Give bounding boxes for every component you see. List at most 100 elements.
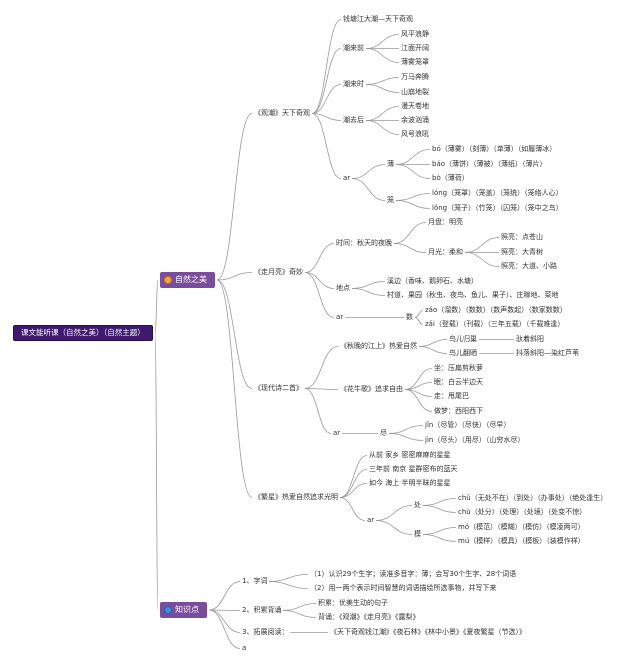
category-nature[interactable]: 自然之美 xyxy=(160,272,215,288)
leaf-beisong[interactable]: 背诵：《观潮》《走月亮》《露梨》 xyxy=(318,613,420,621)
leaf-fanxing-2[interactable]: 三年前 南京 星群密布的蓝天 xyxy=(369,465,458,473)
leaf-mo-1[interactable]: mó（模范）（模糊）（模仿）（模凌两可） xyxy=(458,523,585,531)
connector-node-chao-qian-to-leaf-fengping xyxy=(365,34,400,49)
leaf-bowu[interactable]: 薄雾笼罩 xyxy=(401,58,429,66)
leaf-fanxing-1[interactable]: 从前 家乡 密密麻麻的星星 xyxy=(369,451,451,459)
node-shijian[interactable]: 时间：秋天的夜晚 xyxy=(336,239,392,247)
connector-node-chao-hou-to-leaf-mantian xyxy=(365,106,400,121)
topic-jilei[interactable]: 2、积累背诵 xyxy=(242,606,282,614)
leaf-tuozhan-1[interactable]: 《天下奇观钱江潮》《夜石林》《林中小景》《夏夜繁星（节选）》 xyxy=(330,628,526,636)
leaf-bao-bao[interactable]: báo（薄饼）（薄被）（薄纸）（薄片） xyxy=(432,160,547,168)
node-qiuwan[interactable]: 《秋晚的江上》热爱自然 xyxy=(340,342,417,350)
leaf-zici-1[interactable]: （1）认识29个生字；读准多音字：薄；会写30个生字、28个词语 xyxy=(310,570,517,578)
leaf-bao-bo1[interactable]: bó（薄雾）（刻薄）（单薄）（如履薄冰） xyxy=(432,145,557,153)
connector-node-chao-hou-to-leaf-fenghao xyxy=(365,120,400,135)
leaf-jilei-1[interactable]: 积累：优美生动的句子 xyxy=(318,599,388,607)
connector-node-mo-to-leaf-mo-1 xyxy=(422,527,457,535)
connector-topic-fanxing-to-leaf-fanxing-2 xyxy=(339,469,368,498)
leaf-zhaoliang-2[interactable]: 照亮：大青树 xyxy=(501,248,543,256)
leaf-shui[interactable]: 眠：白云半边天 xyxy=(434,378,483,386)
leaf-fanxing-3[interactable]: 如今 海上 半明半昧的星星 xyxy=(369,479,451,487)
connector-node-didian-to-leaf-xibian xyxy=(351,281,386,289)
connector-node-bao-to-leaf-bao-bo2 xyxy=(395,164,431,179)
node-ar-4[interactable]: ar xyxy=(367,516,375,524)
leaf-zuo[interactable]: 坐：压扁剪秋萝 xyxy=(434,364,483,372)
node-yueguang[interactable]: 月光：柔和 xyxy=(428,248,463,256)
node-qiantang[interactable]: 钱塘江大潮—天下奇观 xyxy=(343,15,413,23)
leaf-bao-bo2[interactable]: bò（薄荷） xyxy=(432,174,469,182)
connector-node-ar-4-to-node-chu xyxy=(375,505,413,521)
medal-icon xyxy=(164,276,172,284)
connector-node-long-to-leaf-long-2 xyxy=(395,200,431,209)
connector-node-shijian-to-leaf-yuepan xyxy=(393,222,427,244)
node-mo[interactable]: 模 xyxy=(414,530,421,538)
category-knowledge[interactable]: 知识点 xyxy=(160,602,207,618)
node-shu[interactable]: 数 xyxy=(406,313,413,321)
leaf-zou[interactable]: 走：甩尾巴 xyxy=(434,392,469,400)
leaf-zuzhe[interactable]: 驮着斜阳 xyxy=(516,335,544,343)
topic-zici[interactable]: 1、字词 xyxy=(242,577,268,585)
topic-guanchao[interactable]: 《观潮》天下奇观 xyxy=(254,109,310,117)
category-nature-label: 自然之美 xyxy=(175,275,207,284)
node-chao-hou[interactable]: 潮去后 xyxy=(343,116,364,124)
topic-xiandai[interactable]: 《现代诗二首》 xyxy=(254,384,303,392)
leaf-long-1[interactable]: lóng（笼罩）（笼盖）（笼统）（笼络人心） xyxy=(432,189,563,197)
leaf-xibian[interactable]: 溪边（香味、鹅卵石、水塘） xyxy=(387,277,478,285)
leaf-cundao[interactable]: 村道、果园（秋虫、夜鸟、鱼儿、果子）、庄稼地、菜地 xyxy=(387,291,559,299)
node-didian[interactable]: 地点 xyxy=(336,284,350,292)
connector-node-jin-to-leaf-jin-1 xyxy=(388,425,424,434)
connector-root-topic-to-category-nature xyxy=(154,279,159,334)
node-niao-bo[interactable]: 鸟儿翻晒 xyxy=(449,349,477,357)
leaf-zhaoliang-1[interactable]: 照亮：点苍山 xyxy=(501,233,543,241)
leaf-shanbeng[interactable]: 山崩地裂 xyxy=(401,88,429,96)
node-huaniu[interactable]: 《花牛歌》追求自由 xyxy=(340,385,403,393)
leaf-jin-2[interactable]: jìn（尽头）（用尽）（山穷水尽） xyxy=(425,436,525,444)
leaf-fenghao[interactable]: 风号浪吼 xyxy=(401,130,429,138)
connector-node-shu-to-leaf-shu-2 xyxy=(414,317,424,325)
leaf-jin-1[interactable]: jǐn（尽管）（尽快）（尽早） xyxy=(425,421,511,429)
connector-node-shijian-to-node-yueguang xyxy=(393,243,427,253)
node-niaoer[interactable]: 鸟儿归巢 xyxy=(449,335,477,343)
leaf-shu-2[interactable]: zǎi（登载）（刊载）（三年五载）（千载难逢） xyxy=(425,320,565,328)
leaf-long-2[interactable]: lǒng（笼子）（竹笼）（囚笼）（笼中之鸟） xyxy=(432,204,563,212)
topic-zouyue[interactable]: 《走月亮》奇妙 xyxy=(254,268,303,276)
leaf-zhaoliang-3[interactable]: 照亮：大道、小路 xyxy=(501,262,557,270)
connector-topic-zici-to-leaf-zici-1 xyxy=(268,574,309,582)
connector-category-knowledge-to-topic-tuozhan xyxy=(208,609,241,633)
leaf-zuomeng[interactable]: 做梦：西阳西下 xyxy=(434,407,483,415)
connector-category-knowledge-to-leaf-a xyxy=(208,609,241,649)
connector-node-huaniu-to-leaf-zuomeng xyxy=(404,389,433,412)
leaf-mo-2[interactable]: mú（模样）（模具）（模板）（装模作样） xyxy=(458,537,585,545)
root-topic[interactable]: 课文能听课（自然之美）（自然主题） xyxy=(13,325,153,341)
leaf-chu-1[interactable]: chǔ（无处不在）（到处）（办事处）（绝处逢生） xyxy=(458,494,608,502)
connector-category-knowledge-to-topic-jilei xyxy=(208,609,241,611)
node-bao[interactable]: 薄 xyxy=(387,160,394,168)
topic-tuozhan[interactable]: 3、拓展阅读： xyxy=(242,628,289,636)
leaf-doulu[interactable]: 抖落斜阳—染红芦苇 xyxy=(516,349,579,357)
leaf-a[interactable]: a xyxy=(242,644,247,652)
node-ar-3[interactable]: ar xyxy=(333,429,341,437)
node-long[interactable]: 笼 xyxy=(387,196,394,204)
topic-fanxing[interactable]: 《繁星》热爱自然追求光明 xyxy=(254,493,338,501)
connector-category-nature-to-topic-zouyue xyxy=(216,272,253,281)
connector-category-nature-to-topic-xiandai xyxy=(216,279,253,389)
node-jin[interactable]: 尽 xyxy=(380,429,387,437)
node-chao-shi[interactable]: 潮来时 xyxy=(343,80,364,88)
connector-node-chu-to-leaf-chu-2 xyxy=(422,505,457,513)
leaf-jiangmian[interactable]: 江面开阔 xyxy=(401,44,429,52)
leaf-shu-1[interactable]: zǎo（溜数）（数数）（数声数起）（数家数数） xyxy=(425,306,567,314)
connector-node-mo-to-leaf-mo-2 xyxy=(422,534,457,542)
leaf-zici-2[interactable]: （2）用一两个表示时间智慧的词语描绘所选事物，并写下来 xyxy=(310,584,497,592)
connector-node-qiuwan-to-node-niaoer xyxy=(418,339,448,347)
leaf-chu-2[interactable]: chù（处分）（处理）（处境）（处变不惊） xyxy=(458,508,587,516)
node-chu[interactable]: 处 xyxy=(414,501,421,509)
leaf-yuepan[interactable]: 月盘：明亮 xyxy=(428,218,463,226)
leaf-yubo[interactable]: 余波汹涌 xyxy=(401,116,429,124)
node-ar-2[interactable]: ar xyxy=(336,313,344,321)
node-chao-qian[interactable]: 潮来前 xyxy=(343,44,364,52)
leaf-wanma[interactable]: 万马奔腾 xyxy=(401,73,429,81)
leaf-fengping[interactable]: 风平浪静 xyxy=(401,30,429,38)
node-ar-1[interactable]: ar xyxy=(343,174,351,182)
leaf-mantian[interactable]: 漫天卷地 xyxy=(401,102,429,110)
